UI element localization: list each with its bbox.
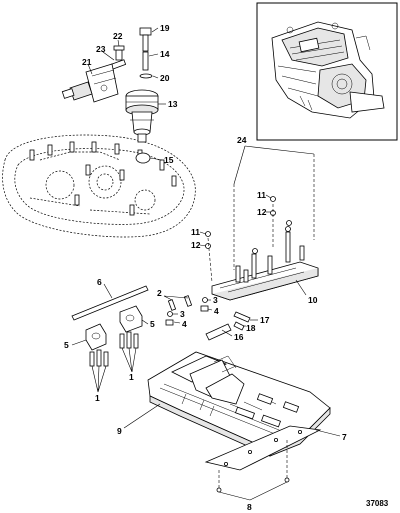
callout-3-bottom: 3	[180, 309, 185, 319]
callout-24: 24	[237, 135, 247, 145]
part-12-washer-left	[205, 243, 211, 249]
callout-21: 21	[82, 57, 92, 67]
callout-8: 8	[247, 502, 252, 512]
figure-number: 37083	[366, 499, 389, 508]
callout-1-left: 1	[95, 393, 100, 403]
callout-5-right: 5	[150, 319, 155, 329]
plate-studs	[235, 231, 305, 283]
callout-4-top: 4	[214, 306, 219, 316]
callout-2: 2	[157, 288, 162, 298]
part-16-pin	[205, 323, 232, 341]
callout-13: 13	[168, 99, 178, 109]
part-19-fitting	[139, 27, 152, 52]
leader-lines	[71, 27, 341, 501]
part-9-bracket	[147, 351, 331, 457]
callout-12-right: 12	[257, 207, 267, 217]
callout-15: 15	[164, 155, 174, 165]
housing-outline-dashed	[2, 134, 196, 238]
part-1-pins-right	[119, 331, 139, 349]
callout-11-right: 11	[257, 190, 266, 200]
callout-17: 17	[260, 315, 270, 325]
part-10-plate	[211, 220, 319, 301]
inset-transmission-drawing	[271, 21, 385, 119]
callout-20: 20	[160, 73, 170, 83]
part-20-oring	[139, 73, 153, 79]
part-15-oring	[135, 152, 151, 164]
part-5-block-right	[119, 305, 143, 333]
part-18-clip	[233, 321, 245, 331]
part-13-valve-body	[125, 89, 159, 143]
part-17-clip	[233, 311, 251, 323]
callout-9: 9	[117, 426, 122, 436]
callout-23: 23	[96, 44, 106, 54]
callout-22: 22	[113, 31, 123, 41]
part-5-block-left	[85, 323, 107, 351]
part-21-solenoid-valve	[61, 63, 119, 103]
callout-18: 18	[246, 323, 256, 333]
part-7-plate	[204, 425, 322, 471]
callout-12-left: 12	[191, 240, 201, 250]
callout-4-bottom: 4	[182, 319, 187, 329]
part-8-screws	[216, 477, 290, 493]
callout-11-left: 11	[191, 227, 200, 237]
inset-view	[256, 2, 398, 141]
part-14-pin	[142, 51, 149, 71]
part-1-pins-left	[89, 349, 109, 367]
part-6-shaft	[71, 285, 149, 321]
callout-labels: 19 14 22 23 20 21 13 15 24 11 12 11 12 1…	[64, 23, 389, 512]
callout-14: 14	[160, 49, 170, 59]
part-11-screw-right	[270, 196, 276, 202]
callout-16: 16	[234, 332, 244, 342]
callout-19: 19	[160, 23, 170, 33]
part-22-fitting	[113, 45, 125, 61]
callout-7: 7	[342, 432, 347, 442]
callout-5-left: 5	[64, 340, 69, 350]
callout-6: 6	[97, 277, 102, 287]
callout-10: 10	[308, 295, 318, 305]
callout-1-right: 1	[129, 372, 134, 382]
part-2-bolts	[167, 295, 193, 311]
callout-3-top: 3	[213, 295, 218, 305]
part-11-screw-left	[205, 231, 211, 237]
